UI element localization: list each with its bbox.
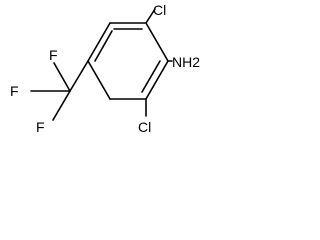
f-bottom-label: F xyxy=(36,119,45,135)
molecule-structure: Cl NH2 Cl F F F xyxy=(10,2,200,135)
f-left-label: F xyxy=(10,83,19,99)
f-bottom-bond xyxy=(52,90,71,121)
ring-bond-6 xyxy=(87,22,111,62)
structure-diagram: Cl NH2 Cl F F F xyxy=(0,0,204,138)
ring-bond-3 xyxy=(145,60,169,100)
cl-top-label: Cl xyxy=(153,2,166,18)
cf3-bond xyxy=(69,60,89,92)
amine-label: NH2 xyxy=(172,54,200,70)
ring-bond-5 xyxy=(87,60,111,100)
aromatic-inner-bond-right xyxy=(141,60,161,93)
f-top-label: F xyxy=(49,47,58,63)
aromatic-inner-bond-left xyxy=(94,30,113,62)
cl-bottom-label: Cl xyxy=(138,119,151,135)
cl-top-bond xyxy=(145,8,156,24)
ring-bond-2 xyxy=(145,22,169,62)
f-top-bond xyxy=(53,62,71,92)
